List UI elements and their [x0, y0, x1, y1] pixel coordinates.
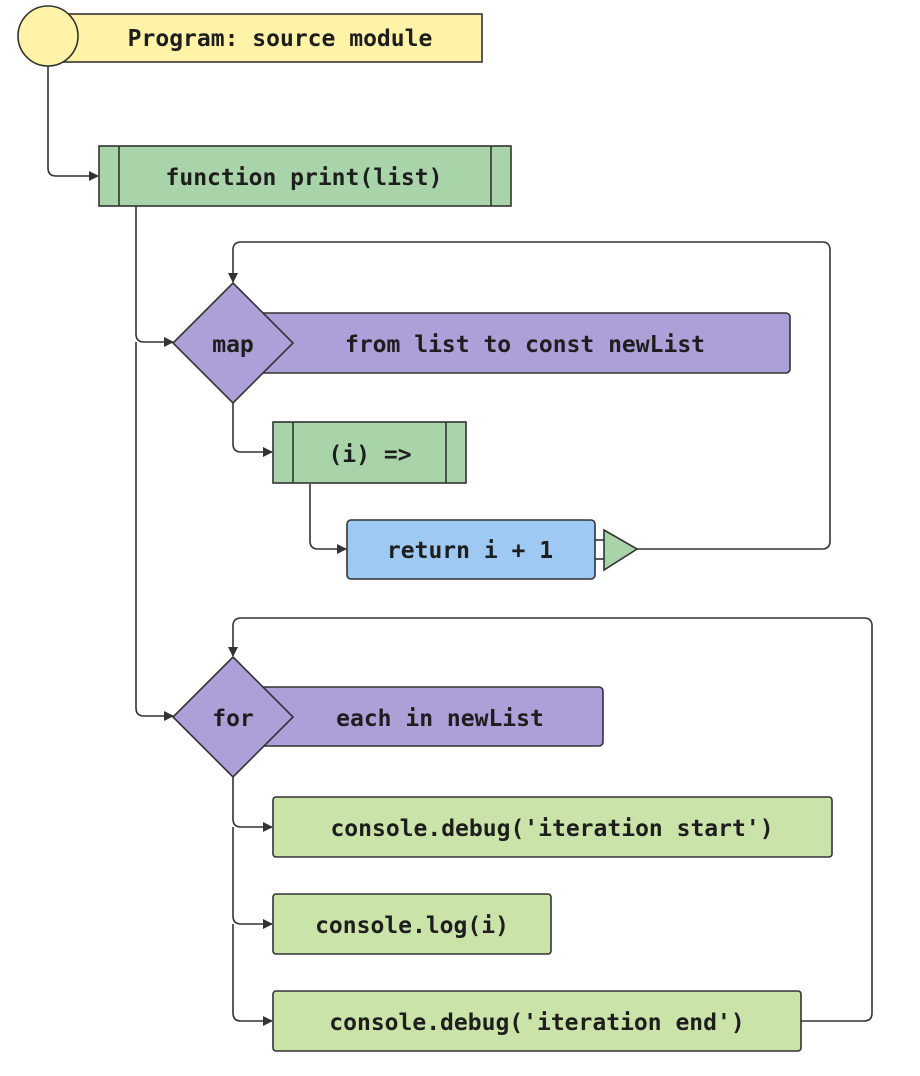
edge-lambda-to-return — [309, 484, 347, 554]
edge-for-to-debug-start — [232, 777, 273, 832]
debug-end-label: console.debug('iteration end') — [329, 1010, 744, 1036]
map-diamond-label: map — [212, 332, 254, 358]
program-label: Program: source module — [128, 26, 433, 52]
debug-start-label: console.debug('iteration start') — [330, 816, 773, 842]
log-node[interactable]: console.log(i) — [272, 893, 552, 955]
map-diamond — [171, 281, 295, 405]
for-diamond — [171, 655, 295, 779]
return-triangle — [603, 528, 639, 572]
debug-start-node[interactable]: console.debug('iteration start') — [272, 796, 833, 858]
program-node[interactable]: Program: source module — [17, 5, 483, 67]
edge-map-to-lambda — [232, 403, 273, 457]
program-box — [47, 13, 483, 63]
map-body-label: from list to const newList — [345, 332, 705, 358]
start-circle — [17, 5, 79, 67]
edge-print-to-map — [135, 206, 174, 347]
for-body-label: each in newList — [336, 706, 544, 732]
edge-for-to-debug-end — [232, 924, 273, 1026]
print-function-node[interactable]: function print(list) — [98, 145, 512, 207]
edge-for-to-log — [232, 827, 273, 929]
edge-print-to-for — [135, 342, 174, 721]
for-loop-node[interactable]: for each in newList — [171, 655, 604, 779]
edge-program-to-print — [47, 66, 99, 181]
return-node[interactable]: return i + 1 — [346, 519, 639, 580]
debug-end-box — [272, 990, 802, 1052]
debug-start-box — [272, 796, 833, 858]
log-label: console.log(i) — [315, 913, 509, 939]
for-diamond-label: for — [212, 706, 254, 732]
debug-end-node[interactable]: console.debug('iteration end') — [272, 990, 802, 1052]
print-function-box — [98, 145, 512, 207]
edge-for-loop-back — [228, 617, 873, 1022]
lambda-function-node[interactable]: (i) => — [272, 421, 467, 484]
lambda-function-box — [272, 421, 467, 484]
edge-map-loop-back — [228, 241, 831, 550]
return-label: return i + 1 — [387, 538, 553, 564]
log-box — [272, 893, 552, 955]
map-loop-node[interactable]: map from list to const newList — [171, 281, 791, 405]
return-box — [346, 519, 596, 580]
print-function-label: function print(list) — [166, 165, 443, 191]
lambda-function-label: (i) => — [328, 442, 411, 468]
